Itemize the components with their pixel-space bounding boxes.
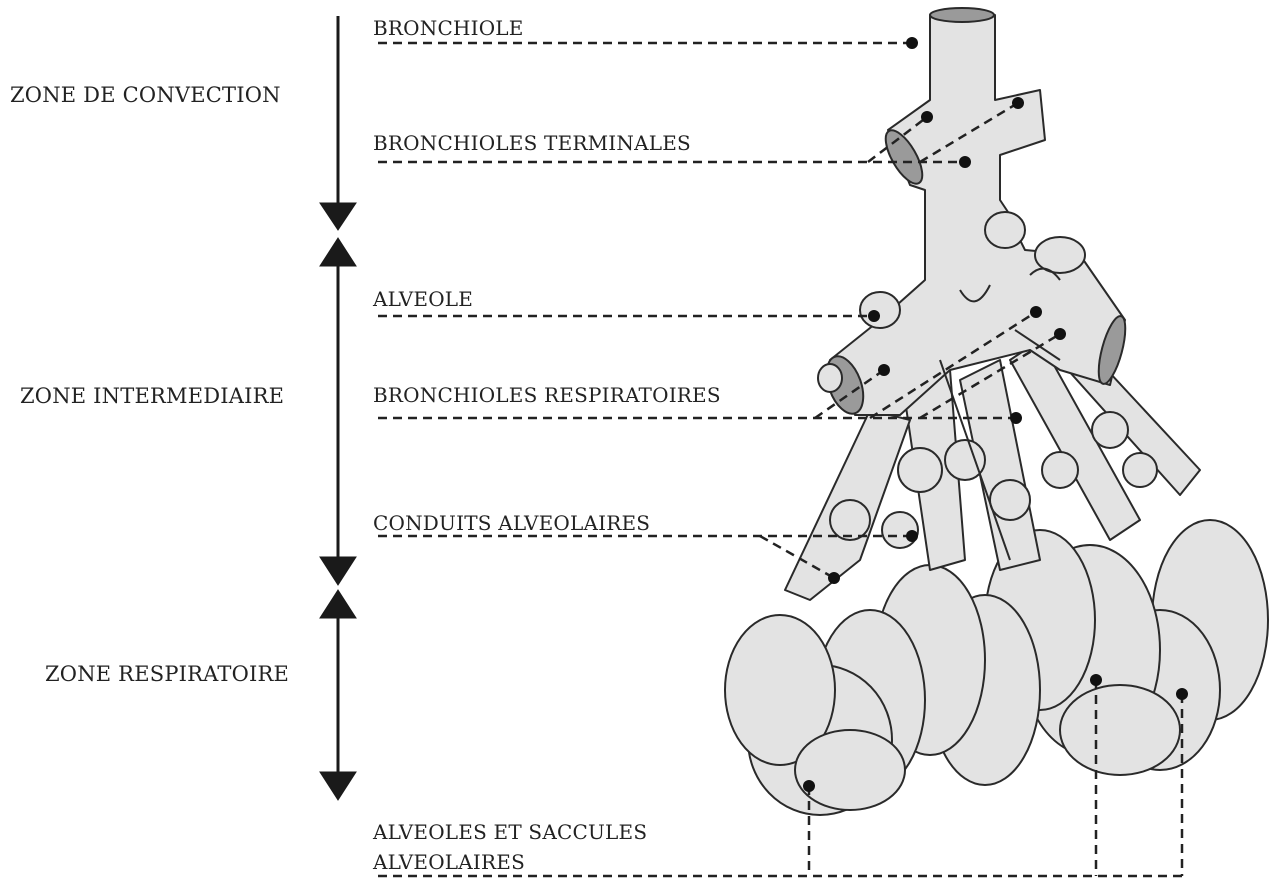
intermediaire-arrow-head-up — [320, 238, 356, 266]
convection-arrow-head — [320, 203, 356, 230]
zone-intermediaire-label: ZONE INTERMEDIAIRE — [20, 384, 284, 408]
label-alveoles-line2: ALVEOLAIRES — [373, 847, 647, 877]
label-alveole: ALVEOLE — [373, 287, 473, 311]
intermediaire-arrow-head-down — [320, 557, 356, 585]
label-bronchioles-respiratoires: BRONCHIOLES RESPIRATOIRES — [373, 383, 721, 407]
respiratoire-arrow-head-up — [320, 590, 356, 618]
respiratoire-arrow-head-down — [320, 772, 356, 800]
zone-respiratoire-label: ZONE RESPIRATOIRE — [45, 662, 289, 686]
label-bronchioles-terminales: BRONCHIOLES TERMINALES — [373, 131, 691, 155]
label-conduits-alveolaires: CONDUITS ALVEOLAIRES — [373, 511, 650, 535]
label-alveoles-saccules: ALVEOLES ET SACCULES ALVEOLAIRES — [373, 817, 647, 877]
zone-arrows — [320, 16, 356, 800]
label-bronchiole: BRONCHIOLE — [373, 16, 524, 40]
label-alveoles-line1: ALVEOLES ET SACCULES — [373, 817, 647, 847]
zone-convection-label: ZONE DE CONVECTION — [10, 83, 281, 107]
